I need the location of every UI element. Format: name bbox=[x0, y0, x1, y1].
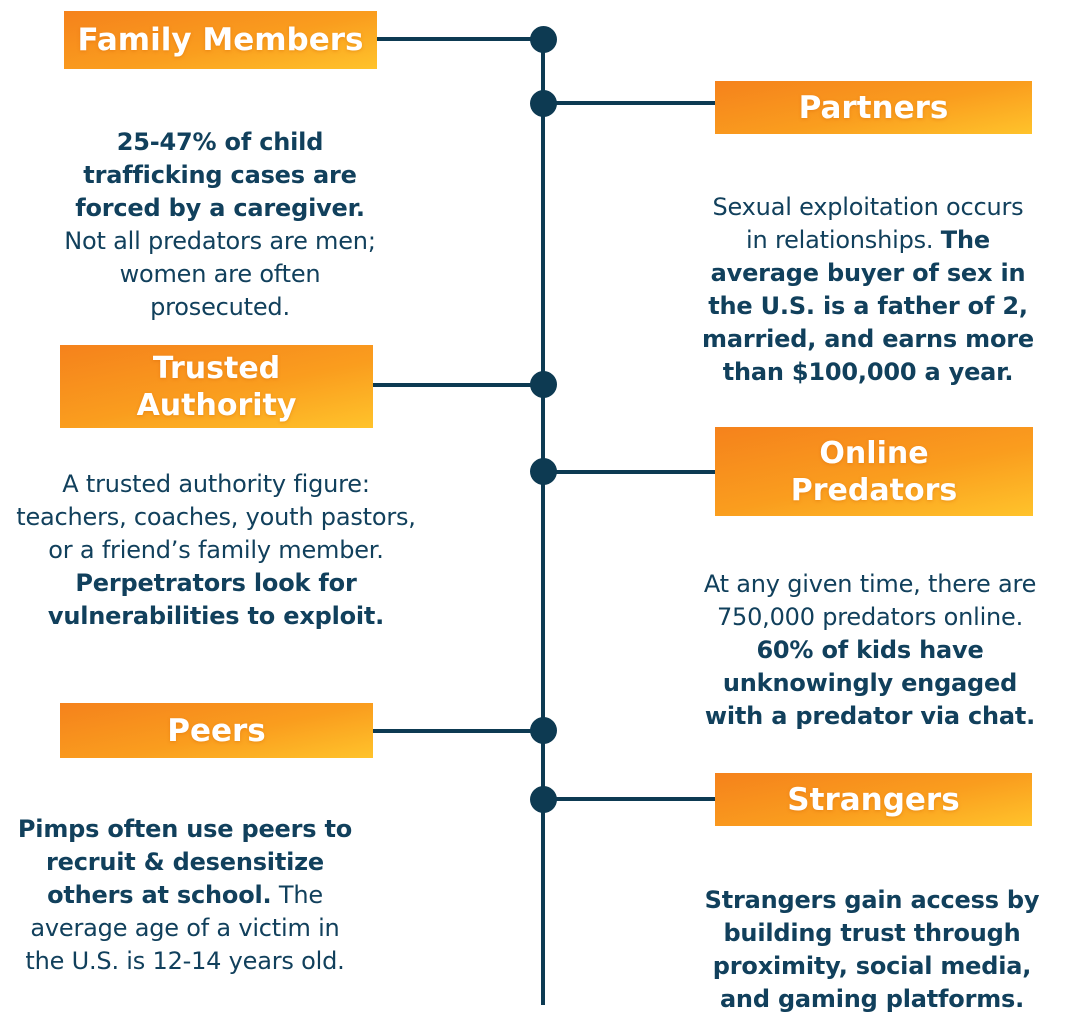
timeline-dot-partners bbox=[530, 90, 557, 117]
header-online-predators-label: Online Predators bbox=[790, 435, 958, 508]
family-members-description: 25-47% of child trafficking cases are fo… bbox=[0, 93, 450, 324]
partners-note-text: Sexual exploitation occurs in relationsh… bbox=[712, 193, 1024, 254]
strangers-stat-text: Strangers gain access by building trust … bbox=[704, 886, 1040, 1013]
peers-description: Pimps often use peers to recruit & desen… bbox=[0, 780, 415, 978]
peers-stat-text: Pimps often use peers to recruit & desen… bbox=[17, 815, 353, 909]
header-peers: Peers bbox=[60, 703, 373, 758]
partners-description: Sexual exploitation occurs in relationsh… bbox=[638, 158, 1080, 389]
header-peers-label: Peers bbox=[167, 712, 266, 749]
online-predators-note-text: At any given time, there are 750,000 pre… bbox=[703, 570, 1037, 631]
header-partners: Partners bbox=[715, 81, 1032, 134]
strangers-description: Strangers gain access by building trust … bbox=[642, 851, 1080, 1016]
connector-peers bbox=[373, 729, 543, 733]
peers-note-text: The average age of a victim in the U.S. … bbox=[25, 881, 345, 975]
trusted-authority-stat-text: Perpetrators look for vulnerabilities to… bbox=[47, 569, 385, 630]
timeline-dot-trusted-authority bbox=[530, 371, 557, 398]
header-trusted-authority-label: Trusted Authority bbox=[136, 350, 297, 423]
connector-partners bbox=[543, 101, 715, 105]
timeline-line bbox=[541, 39, 545, 1005]
header-trusted-authority: Trusted Authority bbox=[60, 345, 373, 428]
online-predators-stat-text: 60% of kids have unknowingly engaged wit… bbox=[704, 636, 1036, 730]
trusted-authority-description: A trusted authority figure: teachers, co… bbox=[0, 435, 446, 633]
connector-online-predators bbox=[543, 470, 715, 474]
timeline-dot-online-predators bbox=[530, 458, 557, 485]
connector-trusted-authority bbox=[373, 383, 543, 387]
connector-strangers bbox=[543, 797, 715, 801]
online-predators-description: At any given time, there are 750,000 pre… bbox=[640, 535, 1080, 733]
family-members-note-text: Not all predators are men; women are oft… bbox=[64, 227, 376, 321]
timeline-dot-family-members bbox=[530, 26, 557, 53]
header-partners-label: Partners bbox=[798, 89, 949, 126]
header-strangers: Strangers bbox=[715, 773, 1032, 826]
timeline-dot-strangers bbox=[530, 786, 557, 813]
header-online-predators: Online Predators bbox=[715, 427, 1033, 516]
trusted-authority-note-text: A trusted authority figure: teachers, co… bbox=[16, 470, 416, 564]
family-members-stat-text: 25-47% of child trafficking cases are fo… bbox=[75, 128, 365, 222]
timeline-dot-peers bbox=[530, 717, 557, 744]
header-family-members: Family Members bbox=[64, 11, 377, 69]
header-strangers-label: Strangers bbox=[787, 781, 960, 818]
partners-stat-text: The average buyer of sex in the U.S. is … bbox=[702, 226, 1034, 386]
header-family-members-label: Family Members bbox=[77, 22, 364, 58]
connector-family-members bbox=[377, 37, 543, 41]
